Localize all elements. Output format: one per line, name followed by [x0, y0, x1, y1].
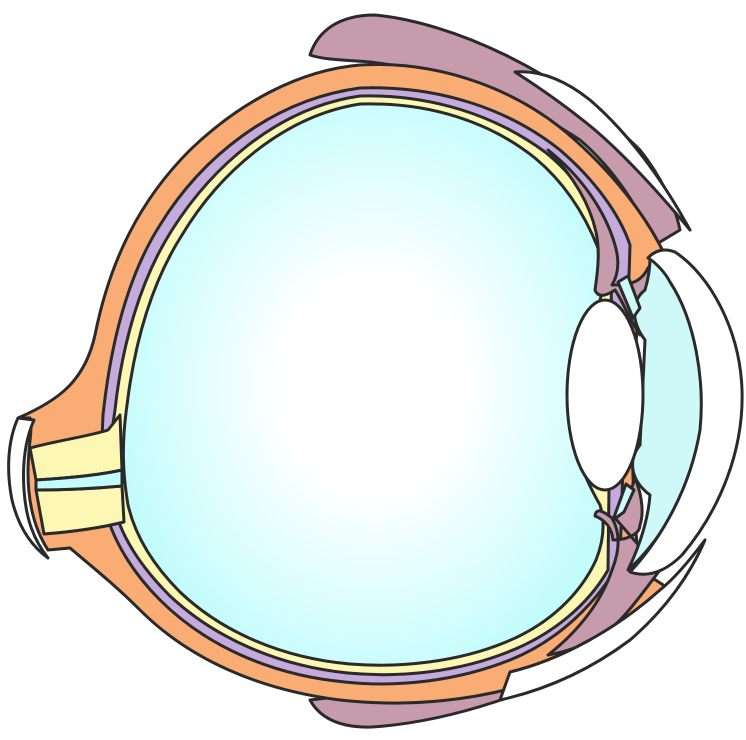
crystalline-lens: [567, 300, 643, 490]
